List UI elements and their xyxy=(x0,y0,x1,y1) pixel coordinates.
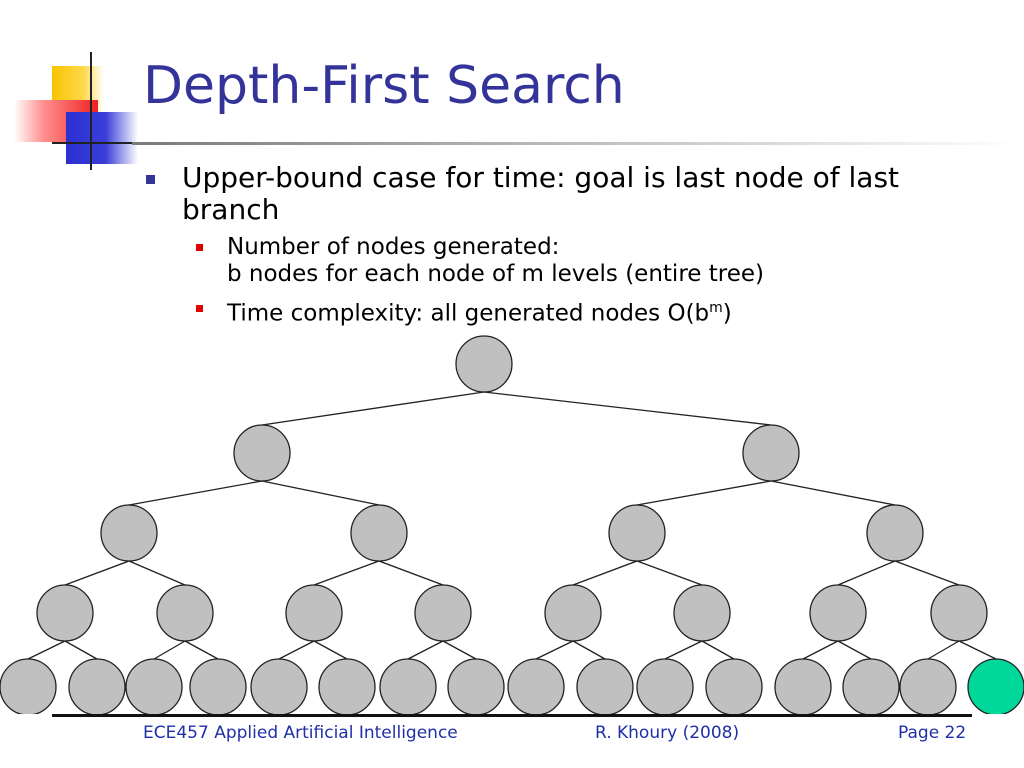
title-divider xyxy=(132,142,1022,145)
tree-node xyxy=(36,584,94,642)
tree-node xyxy=(125,658,183,714)
tree-edge xyxy=(483,391,772,426)
tree-node xyxy=(250,658,308,714)
tree-edge xyxy=(184,640,219,660)
tree-edge xyxy=(636,560,703,586)
bullet-sub2-superscript: m xyxy=(709,300,723,316)
footer-page-number: Page 22 xyxy=(898,723,967,743)
tree-node xyxy=(930,584,988,642)
tree-node xyxy=(774,658,832,714)
tree-node xyxy=(842,658,900,714)
tree-edge xyxy=(894,560,960,586)
tree-node xyxy=(350,504,408,562)
bullet-main: Upper-bound case for time: goal is last … xyxy=(146,162,986,226)
tree-edge xyxy=(261,391,485,426)
bullet-square-icon xyxy=(196,305,203,312)
tree-node xyxy=(576,658,634,714)
tree-node xyxy=(507,658,565,714)
tree-edge xyxy=(128,560,186,586)
tree-node xyxy=(705,658,763,714)
tree-node xyxy=(673,584,731,642)
bullet-square-icon xyxy=(196,244,203,251)
tree-edge xyxy=(407,640,444,660)
tree-node xyxy=(379,658,437,714)
tree-edge xyxy=(535,640,574,660)
tree-edge xyxy=(802,640,839,660)
tree-edge xyxy=(701,640,735,660)
tree-edge xyxy=(837,640,872,660)
tree-edge xyxy=(313,640,348,660)
tree-edge xyxy=(958,640,997,660)
tree-node xyxy=(414,584,472,642)
tree-edge xyxy=(572,560,638,586)
logo-vertical-line xyxy=(90,52,92,170)
footer-divider xyxy=(52,714,972,717)
tree-node xyxy=(233,424,291,482)
tree-node xyxy=(100,504,158,562)
tree-edge xyxy=(261,480,380,506)
tree-edge xyxy=(636,480,772,506)
logo-blue-square xyxy=(66,112,138,164)
tree-node xyxy=(742,424,800,482)
bullet-sub2-text: Time complexity: all generated nodes O(b xyxy=(227,300,710,327)
bullet-sub-time-complexity: Time complexity: all generated nodes O(b… xyxy=(196,295,986,328)
tree-node xyxy=(156,584,214,642)
tree-node xyxy=(866,504,924,562)
footer-author: R. Khoury (2008) xyxy=(595,723,740,743)
tree-edge xyxy=(64,640,98,660)
tree-edge xyxy=(572,640,606,660)
tree-node xyxy=(608,504,666,562)
slide-title: Depth-First Search xyxy=(143,56,625,116)
tree-edge xyxy=(664,640,703,660)
tree-node xyxy=(285,584,343,642)
bullet-square-icon xyxy=(146,175,155,184)
tree-goal-node xyxy=(967,658,1024,714)
tree-node xyxy=(0,658,57,714)
bullet-sub1-line1: Number of nodes generated: xyxy=(227,234,560,260)
tree-node xyxy=(899,658,957,714)
tree-node xyxy=(455,335,513,393)
tree-edge xyxy=(313,560,380,586)
search-tree-diagram xyxy=(0,335,1024,714)
tree-node xyxy=(447,658,505,714)
footer-course: ECE457 Applied Artificial Intelligence xyxy=(143,723,458,743)
tree-edge xyxy=(128,480,263,506)
tree-edge xyxy=(27,640,66,660)
bullet-sub1-line2: b nodes for each node of m levels (entir… xyxy=(227,261,764,287)
bullet-main-text: Upper-bound case for time: goal is last … xyxy=(182,161,900,226)
tree-node xyxy=(189,658,247,714)
bullet-sub2-close: ) xyxy=(722,300,732,327)
tree-node xyxy=(809,584,867,642)
tree-node xyxy=(544,584,602,642)
tree-edge xyxy=(837,560,896,586)
tree-node xyxy=(636,658,694,714)
tree-edge xyxy=(64,560,130,586)
tree-edge xyxy=(278,640,315,660)
tree-node xyxy=(68,658,126,714)
logo-horizontal-line xyxy=(52,142,132,144)
tree-edge xyxy=(442,640,477,660)
tree-edge xyxy=(927,640,960,660)
bullet-sub-nodes-generated: Number of nodes generated: b nodes for e… xyxy=(196,234,986,288)
tree-edge xyxy=(770,480,896,506)
tree-node xyxy=(318,658,376,714)
tree-edge xyxy=(153,640,186,660)
tree-edge xyxy=(378,560,444,586)
